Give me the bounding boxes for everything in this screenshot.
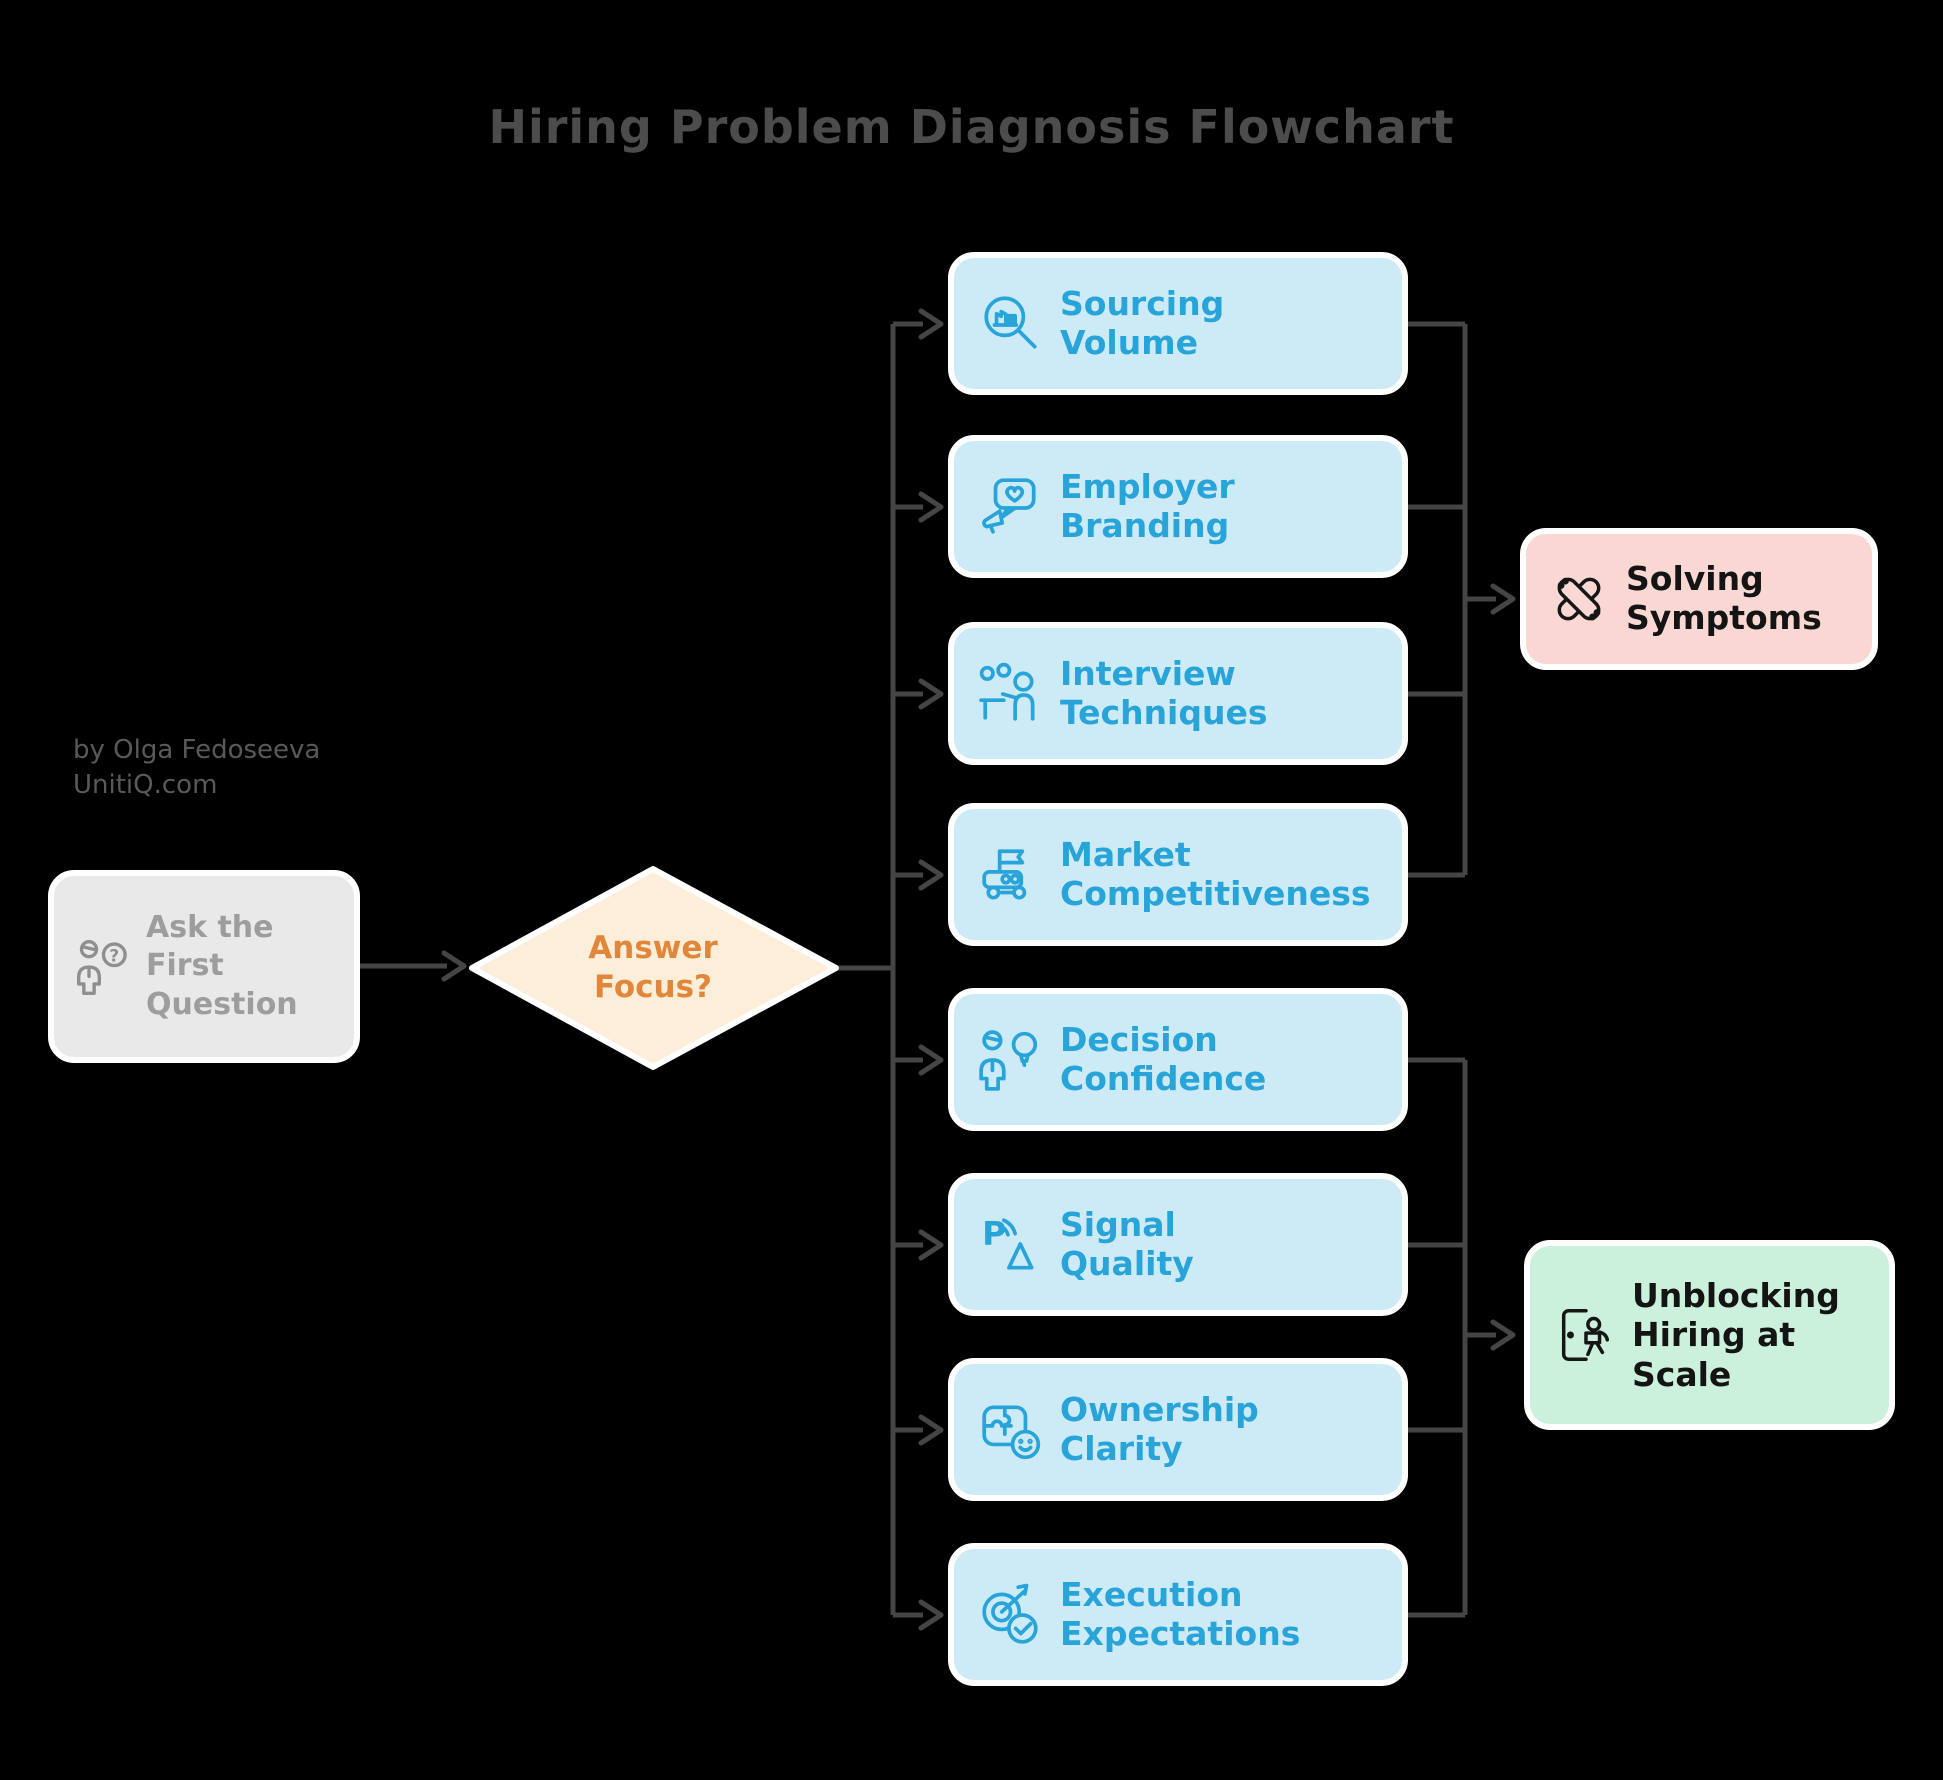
start-node-label: Ask the First Question xyxy=(146,909,298,1022)
branch-label: Interview Techniques xyxy=(1060,653,1268,732)
outcome-node-solving-symptoms: Solving Symptoms xyxy=(1520,528,1878,670)
branch-in-lines xyxy=(893,321,923,1618)
target-check-icon xyxy=(978,1582,1044,1648)
branch-node-execution-expectations: Execution Expectations xyxy=(948,1543,1408,1686)
decision-diamond-shape xyxy=(469,866,839,1070)
branch-node-ownership-clarity: Ownership Clarity xyxy=(948,1358,1408,1501)
magnifier-building-icon xyxy=(978,291,1044,357)
page-title: Hiring Problem Diagnosis Flowchart xyxy=(488,100,1455,154)
branch-node-interview-techniques: Interview Techniques xyxy=(948,622,1408,765)
branch-node-market-competitiveness: Market Competitiveness xyxy=(948,803,1408,946)
branch-out-lines-top xyxy=(1408,321,1465,878)
credit-byline: by Olga Fedoseeva UnitiQ.com xyxy=(73,735,321,801)
person-question-icon: ? xyxy=(74,937,134,997)
branch-label: Market Competitiveness xyxy=(1060,834,1371,913)
decision-answer-focus-label: Answer Focus? xyxy=(588,930,718,1005)
branch-out-lines-bottom xyxy=(1408,1057,1465,1618)
crossed-bandages-icon xyxy=(1548,568,1610,630)
branch-label: Employer Branding xyxy=(1060,466,1235,545)
branch-node-signal-quality: P Signal Quality xyxy=(948,1173,1408,1316)
outcome-label: Unblocking Hiring at Scale xyxy=(1632,1275,1840,1394)
outcome-label: Solving Symptoms xyxy=(1626,559,1822,637)
person-lightbulb-icon xyxy=(978,1027,1044,1093)
truck-flag-icon xyxy=(978,842,1044,908)
branch-label: Ownership Clarity xyxy=(1060,1389,1259,1468)
branch-label: Sourcing Volume xyxy=(1060,283,1225,362)
svg-text:?: ? xyxy=(109,945,119,965)
branch-label: Execution Expectations xyxy=(1060,1574,1301,1653)
megaphone-heart-bubble-icon xyxy=(978,474,1044,540)
branch-node-sourcing-volume: Sourcing Volume xyxy=(948,252,1408,395)
branch-label: Signal Quality xyxy=(1060,1204,1194,1283)
branch-node-decision-confidence: Decision Confidence xyxy=(948,988,1408,1131)
start-node-ask-first-question: ? Ask the First Question xyxy=(48,870,360,1063)
outcome-node-unblocking-hiring-at-scale: Unblocking Hiring at Scale xyxy=(1524,1240,1895,1430)
antenna-signal-icon: P xyxy=(978,1212,1044,1278)
branch-label: Decision Confidence xyxy=(1060,1019,1267,1098)
door-exit-icon xyxy=(1554,1304,1616,1366)
presenter-audience-icon xyxy=(978,661,1044,727)
puzzle-smiley-icon xyxy=(978,1397,1044,1463)
branch-node-employer-branding: Employer Branding xyxy=(948,435,1408,578)
arrowheads xyxy=(441,308,1516,1631)
